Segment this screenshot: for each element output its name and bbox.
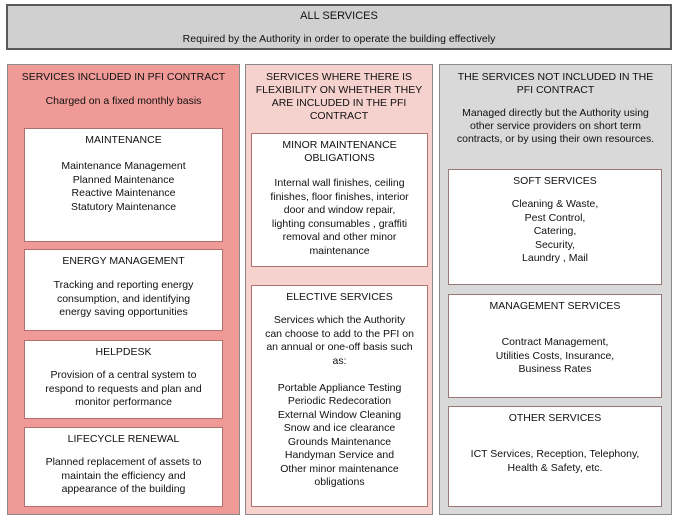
all-services-subtitle: Required by the Authority in order to op… (182, 33, 496, 45)
maintenance-box: MAINTENANCE Maintenance Management Plann… (24, 128, 223, 242)
pfi-included-column: SERVICES INCLUDED IN PFI CONTRACT Charge… (7, 64, 240, 515)
all-services-title: ALL SERVICES (300, 10, 378, 22)
lifecycle-renewal-title: LIFECYCLE RENEWAL (67, 433, 180, 445)
pfi-included-subtitle: Charged on a fixed monthly basis (45, 95, 202, 107)
helpdesk-box: HELPDESK Provision of a central system t… (24, 340, 223, 419)
not-included-subtitle: Managed directly but the Authority using… (456, 107, 655, 145)
elective-services-body: Services which the Authority can choose … (265, 314, 414, 488)
not-included-column: THE SERVICES NOT INCLUDED IN THE PFI CON… (439, 64, 672, 515)
energy-management-title: ENERGY MANAGEMENT (62, 255, 185, 267)
energy-management-body: Tracking and reporting energy consumptio… (53, 279, 194, 318)
not-included-title: THE SERVICES NOT INCLUDED IN THE PFI CON… (457, 71, 654, 96)
soft-services-box: SOFT SERVICES Cleaning & Waste, Pest Con… (448, 169, 662, 285)
elective-services-title: ELECTIVE SERVICES (286, 291, 393, 303)
minor-maintenance-box: MINOR MAINTENANCE OBLIGATIONS Internal w… (251, 133, 428, 267)
other-services-body: ICT Services, Reception, Telephony, Heal… (470, 448, 640, 474)
management-services-body: Contract Management, Utilities Costs, In… (495, 336, 615, 375)
minor-maintenance-body: Internal wall finishes, ceiling finishes… (270, 177, 409, 257)
management-services-box: MANAGEMENT SERVICES Contract Management,… (448, 294, 662, 398)
maintenance-title: MAINTENANCE (85, 134, 162, 146)
energy-management-box: ENERGY MANAGEMENT Tracking and reporting… (24, 249, 223, 331)
helpdesk-body: Provision of a central system to respond… (45, 369, 202, 408)
lifecycle-renewal-body: Planned replacement of assets to maintai… (45, 456, 202, 495)
all-services-box: ALL SERVICES Required by the Authority i… (6, 4, 672, 50)
maintenance-body: Maintenance Management Planned Maintenan… (61, 160, 186, 213)
soft-services-title: SOFT SERVICES (513, 175, 597, 187)
flexible-services-title: SERVICES WHERE THERE IS FLEXIBILITY ON W… (255, 71, 423, 122)
pfi-included-title: SERVICES INCLUDED IN PFI CONTRACT (21, 71, 226, 83)
soft-services-body: Cleaning & Waste, Pest Control, Catering… (511, 198, 599, 264)
other-services-box: OTHER SERVICES ICT Services, Reception, … (448, 406, 662, 507)
flexible-services-column: SERVICES WHERE THERE IS FLEXIBILITY ON W… (245, 64, 433, 515)
lifecycle-renewal-box: LIFECYCLE RENEWAL Planned replacement of… (24, 427, 223, 507)
helpdesk-title: HELPDESK (95, 346, 152, 358)
minor-maintenance-title: MINOR MAINTENANCE OBLIGATIONS (282, 139, 397, 164)
elective-services-box: ELECTIVE SERVICES Services which the Aut… (251, 285, 428, 507)
management-services-title: MANAGEMENT SERVICES (489, 300, 621, 312)
other-services-title: OTHER SERVICES (508, 412, 602, 424)
